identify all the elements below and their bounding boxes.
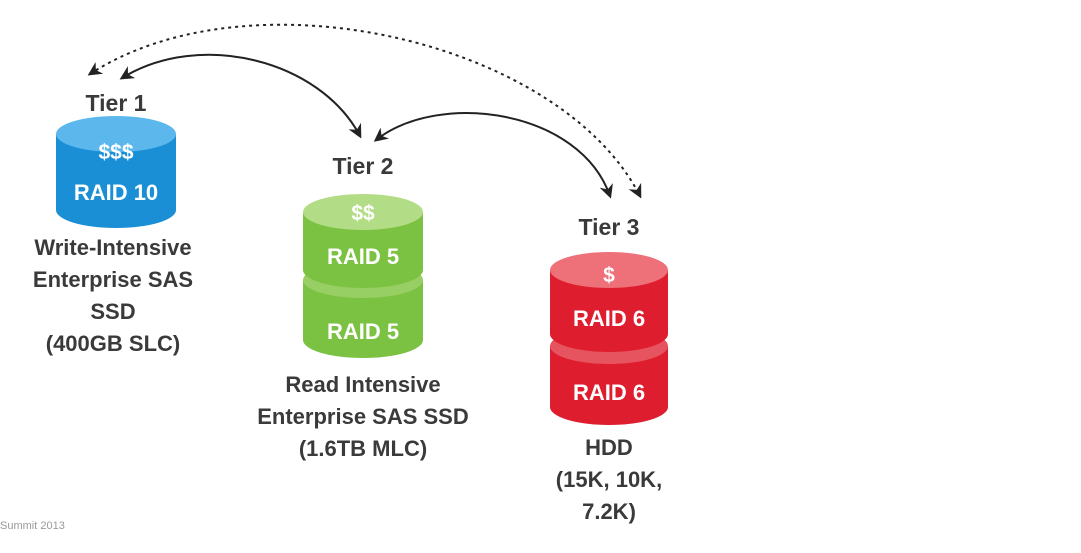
tier1-disk: $$$ RAID 10 bbox=[56, 116, 176, 228]
tier2-desc-line-3: (1.6TB MLC) bbox=[298, 436, 428, 461]
tier3-label: Tier 3 bbox=[578, 214, 640, 240]
tier2-description: Read Intensive Enterprise SAS SSD (1.6TB… bbox=[218, 369, 508, 465]
tier2-raid-label-bottom: RAID 5 bbox=[327, 319, 399, 344]
tier1-desc-line-3: SSD bbox=[90, 299, 136, 324]
tier3-top-body bbox=[550, 270, 668, 352]
tier1-label: Tier 1 bbox=[85, 90, 147, 116]
tier2-top-cap bbox=[303, 194, 423, 230]
tier3-description: HDD (15K, 10K, 7.2K) bbox=[520, 432, 698, 528]
tier3-bottom-body bbox=[550, 346, 668, 425]
tier1-cost-symbol: $$$ bbox=[98, 141, 133, 164]
tier1-desc-line-2: Enterprise SAS bbox=[32, 267, 194, 292]
tier3-desc-line-1: HDD bbox=[585, 435, 633, 460]
tier1-disk-body bbox=[56, 134, 176, 228]
tier2-cost-symbol: $$ bbox=[351, 202, 375, 225]
footer-text: Summit 2013 bbox=[0, 520, 65, 532]
tier3-raid-label-top: RAID 6 bbox=[573, 306, 645, 331]
tier2-label: Tier 2 bbox=[332, 153, 394, 179]
tier1-raid-label: RAID 10 bbox=[74, 180, 158, 205]
tier2-disk-top: $$ RAID 5 bbox=[303, 194, 423, 288]
tier3-cost-symbol: $ bbox=[603, 264, 615, 287]
tier2-bottom-body bbox=[303, 280, 423, 358]
tier3-desc-line-2: (15K, 10K, bbox=[555, 467, 663, 492]
tier3-disk-top: $ RAID 6 bbox=[550, 252, 668, 352]
solid-arrow-tier2-tier3 bbox=[373, 112, 613, 199]
tier2-top-body bbox=[303, 212, 423, 288]
tier1-desc-line-1: Write-Intensive bbox=[34, 235, 192, 260]
tier2-raid-label-top: RAID 5 bbox=[327, 244, 399, 269]
tier1-disk-top bbox=[56, 116, 176, 152]
tier3-raid-label-bottom: RAID 6 bbox=[573, 380, 645, 405]
tier1-description: Write-Intensive Enterprise SAS SSD (400G… bbox=[0, 232, 226, 360]
tier2-desc-line-1: Read Intensive bbox=[285, 372, 441, 397]
tier3-top-cap bbox=[550, 252, 668, 288]
tier2-desc-line-2: Enterprise SAS SSD bbox=[257, 404, 469, 429]
solid-arrow-tier1-tier2 bbox=[119, 53, 362, 139]
tier1-desc-line-4: (400GB SLC) bbox=[45, 331, 181, 356]
tier3-desc-line-3: 7.2K) bbox=[582, 499, 636, 524]
